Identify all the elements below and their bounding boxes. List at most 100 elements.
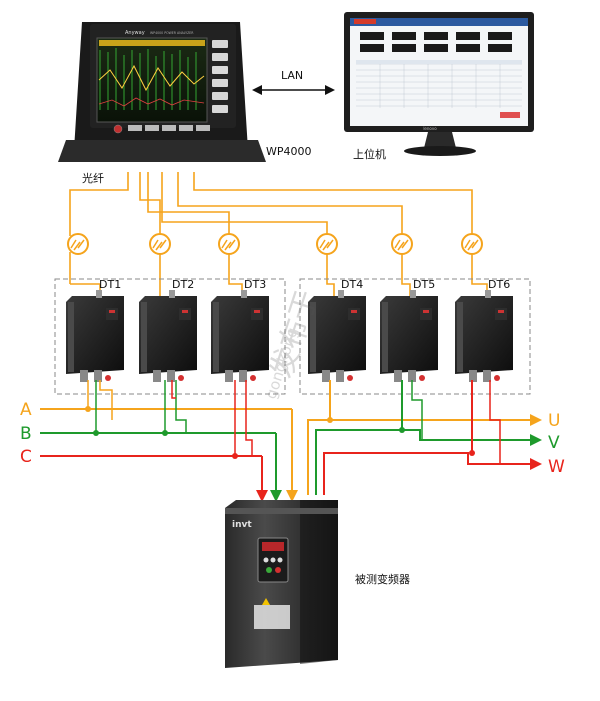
- sensor-red-terminal: [347, 375, 353, 381]
- analyzer-header-text: WP4000 POWER ANALYZER: [150, 31, 194, 35]
- host-pc-monitor: lenovo: [344, 12, 534, 156]
- sensor-terminal: [225, 370, 233, 382]
- sensor-port: [348, 308, 360, 320]
- sensor-terminal: [408, 370, 416, 382]
- sensor-red-terminal: [250, 375, 256, 381]
- analyzer-label: WP4000: [266, 145, 312, 158]
- sensor-connector: [410, 290, 416, 298]
- sensor-fin: [141, 302, 147, 372]
- phase-b-label: B: [20, 424, 32, 444]
- arrow-v-icon: [530, 434, 542, 446]
- sensor-fin: [68, 302, 74, 372]
- sensor-dt5: DT5: [380, 278, 438, 382]
- sensor-red-terminal: [494, 375, 500, 381]
- sensor-dt2: DT2: [139, 278, 197, 382]
- sensor-dt4: DT4: [308, 278, 366, 382]
- sensor-dt1: DT1: [66, 278, 124, 382]
- monitor-brand: lenovo: [423, 126, 437, 131]
- sensor-label: DT5: [413, 278, 435, 291]
- sensor-terminal: [167, 370, 175, 382]
- sensor-group-output: [299, 278, 531, 395]
- sensor-terminal: [239, 370, 247, 382]
- wp4000-analyzer: Anyway WP4000 POWER ANALYZER: [58, 22, 266, 162]
- sensor-led: [182, 310, 188, 313]
- sensor-devices: DT1 DT2 DT3 DT4 DT5 DT6: [66, 278, 513, 382]
- sensor-body: [211, 296, 269, 374]
- sensor-led: [109, 310, 115, 313]
- phase-w-wire: [323, 380, 530, 495]
- fiber-coil-icon: [461, 233, 483, 255]
- sensor-terminal: [153, 370, 161, 382]
- analyzer-bottom-buttons: [113, 124, 210, 134]
- sensor-label: DT4: [341, 278, 363, 291]
- lan-label: LAN: [281, 69, 303, 82]
- sensor-fin: [310, 302, 316, 372]
- fiber-coil-icon: [218, 233, 240, 255]
- analyzer-side-buttons: [212, 40, 228, 113]
- fiber-coil-icon: [67, 233, 89, 255]
- sensor-terminal: [322, 370, 330, 382]
- sensor-led: [423, 310, 429, 313]
- sensor-body: [139, 296, 197, 374]
- fiber-label: 光纤: [82, 171, 104, 185]
- sensor-port: [420, 308, 432, 320]
- sensor-body: [380, 296, 438, 374]
- sensor-fin: [213, 302, 219, 372]
- phase-v-label: V: [548, 433, 560, 453]
- sensor-fin: [382, 302, 388, 372]
- sensor-label: DT6: [488, 278, 510, 291]
- sensor-led: [351, 310, 357, 313]
- sensor-group-input: [54, 278, 286, 395]
- arrow-b-icon: [270, 490, 282, 502]
- sensor-body: [455, 296, 513, 374]
- arrow-u-icon: [530, 414, 542, 426]
- sensor-body: [66, 296, 124, 374]
- sensor-connector: [169, 290, 175, 298]
- inverter-brand: invt: [232, 520, 252, 530]
- sensor-terminal: [483, 370, 491, 382]
- fiber-coil-icons: [67, 233, 483, 255]
- analyzer-screen: [96, 37, 208, 123]
- lan-link: [252, 85, 335, 95]
- sensor-terminal: [94, 370, 102, 382]
- sensor-port: [106, 308, 118, 320]
- fiber-coil-icon: [391, 233, 413, 255]
- phase-v-wire: [315, 380, 530, 495]
- sensor-red-terminal: [419, 375, 425, 381]
- fiber-optic-lines: [69, 172, 488, 296]
- phase-a-label: A: [20, 400, 32, 420]
- sensor-connector: [338, 290, 344, 298]
- sensor-label: DT2: [172, 278, 194, 291]
- arrow-w-icon: [530, 458, 542, 470]
- analyzer-brand-text: Anyway: [125, 30, 145, 36]
- sensor-terminal: [394, 370, 402, 382]
- fiber-coil-icon: [149, 233, 171, 255]
- phase-u-label: U: [548, 411, 560, 431]
- sensor-terminal: [336, 370, 344, 382]
- sensor-red-terminal: [105, 375, 111, 381]
- phase-b-wire: [40, 432, 277, 495]
- fiber-coil-icon: [316, 233, 338, 255]
- phase-c-label: C: [20, 447, 32, 467]
- sensor-fin: [457, 302, 463, 372]
- sensor-red-terminal: [178, 375, 184, 381]
- sensor-connector: [96, 290, 102, 298]
- sensor-dt3: DT3: [211, 278, 269, 382]
- phase-w-label: W: [548, 457, 565, 477]
- sensor-label: DT1: [99, 278, 121, 291]
- sensor-port: [179, 308, 191, 320]
- sensor-port: [495, 308, 507, 320]
- phase-a-wire: [40, 408, 293, 495]
- sensor-label: DT3: [244, 278, 266, 291]
- inverter-device: invt: [225, 500, 338, 668]
- phase-c-wire: [40, 455, 263, 495]
- phase-u-wire: [307, 380, 530, 495]
- sensor-led: [498, 310, 504, 313]
- arrow-a-icon: [286, 490, 298, 502]
- sensor-connector: [485, 290, 491, 298]
- sensor-dt6: DT6: [455, 278, 513, 382]
- sensor-connector: [241, 290, 247, 298]
- sensor-terminal: [469, 370, 477, 382]
